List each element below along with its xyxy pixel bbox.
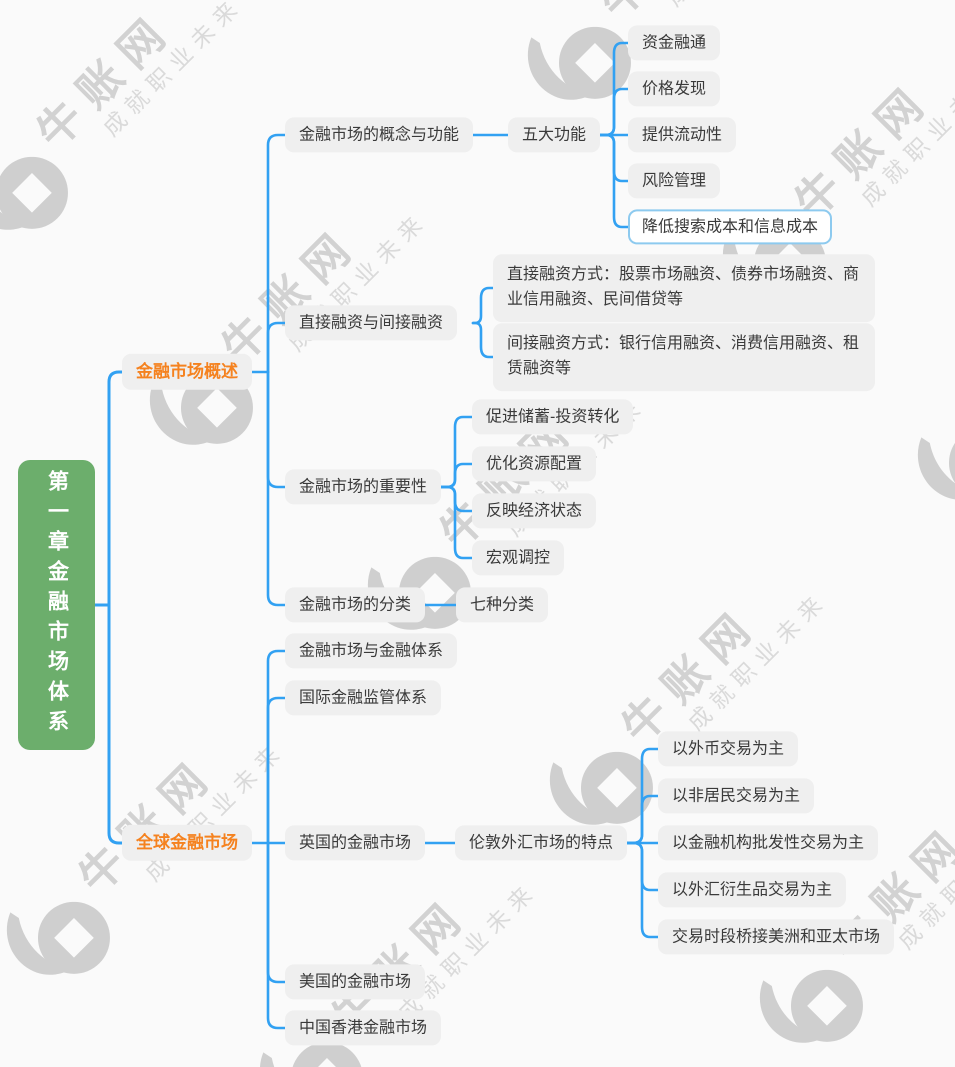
node-provide-liquidity[interactable]: 提供流动性: [628, 117, 737, 153]
node-institution-wholesale-trading[interactable]: 以金融机构批发性交易为主: [658, 825, 879, 861]
node-us-financial-market[interactable]: 美国的金融市场: [285, 964, 426, 1000]
node-reduce-search-info-costs-selected[interactable]: 降低搜索成本和信息成本: [628, 209, 833, 245]
node-direct-financing-methods[interactable]: 直接融资方式：股票市场融资、债券市场融资、商业信用融资、民间借贷等: [493, 254, 875, 322]
node-uk-financial-market[interactable]: 英国的金融市场: [285, 825, 426, 861]
root-node-chapter-title[interactable]: 第一章金融市场体系: [18, 460, 95, 750]
node-non-resident-trading[interactable]: 以非居民交易为主: [658, 778, 815, 814]
node-bridge-americas-apac-sessions[interactable]: 交易时段桥接美洲和亚太市场: [658, 919, 895, 955]
node-concept-and-functions[interactable]: 金融市场的概念与功能: [285, 117, 474, 153]
node-markets-and-financial-system[interactable]: 金融市场与金融体系: [285, 633, 458, 669]
node-price-discovery[interactable]: 价格发现: [628, 71, 721, 107]
node-optimize-resource-allocation[interactable]: 优化资源配置: [472, 446, 597, 482]
node-five-functions[interactable]: 五大功能: [508, 117, 601, 153]
branch-node-global-financial-markets[interactable]: 全球金融市场: [122, 824, 252, 862]
node-fund-financing[interactable]: 资金融通: [628, 25, 721, 61]
node-savings-investment-conversion[interactable]: 促进储蓄-投资转化: [472, 399, 634, 435]
node-london-fx-market-features[interactable]: 伦敦外汇市场的特点: [455, 825, 628, 861]
node-intl-regulatory-system[interactable]: 国际金融监管体系: [285, 680, 442, 716]
node-reflect-economic-state[interactable]: 反映经济状态: [472, 493, 597, 529]
node-hk-financial-market[interactable]: 中国香港金融市场: [285, 1010, 442, 1046]
branch-node-financial-market-overview[interactable]: 金融市场概述: [122, 353, 252, 391]
node-market-classification[interactable]: 金融市场的分类: [285, 587, 426, 623]
node-seven-classifications[interactable]: 七种分类: [456, 587, 549, 623]
node-direct-indirect-financing[interactable]: 直接融资与间接融资: [285, 305, 458, 341]
node-macro-control[interactable]: 宏观调控: [472, 540, 565, 576]
node-risk-management[interactable]: 风险管理: [628, 163, 721, 199]
node-foreign-currency-trading[interactable]: 以外币交易为主: [658, 731, 799, 767]
node-indirect-financing-methods[interactable]: 间接融资方式：银行信用融资、消费信用融资、租赁融资等: [493, 323, 875, 391]
node-importance-of-markets[interactable]: 金融市场的重要性: [285, 469, 442, 505]
node-fx-derivatives-trading[interactable]: 以外汇衍生品交易为主: [658, 872, 847, 908]
